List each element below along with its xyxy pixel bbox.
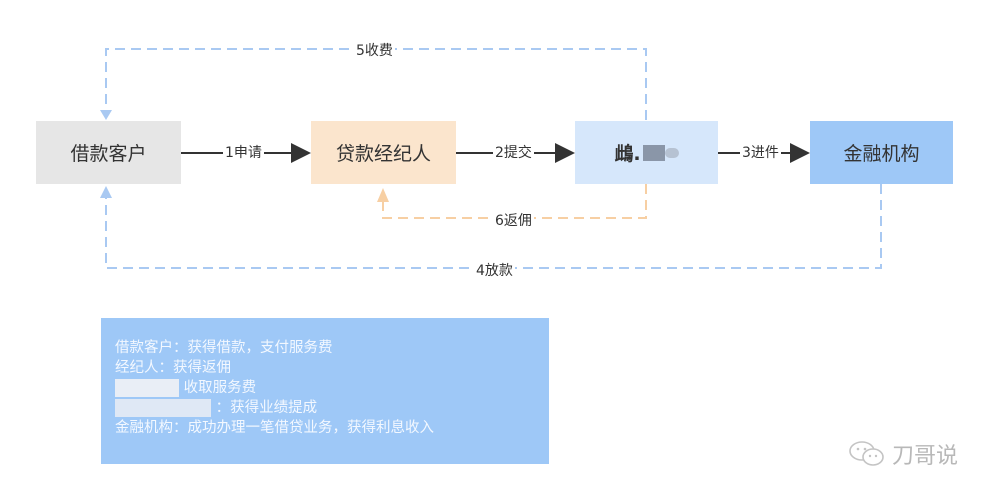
edge-label-loan: 4放款 — [474, 262, 515, 280]
edge-label-fee: 5收费 — [354, 42, 395, 60]
watermark-text: 刀哥说 — [892, 444, 959, 469]
node-bank-label: 金融机构 — [843, 143, 920, 165]
node-broker: 贷款经纪人 — [311, 121, 456, 184]
node-bank: 金融机构 — [810, 121, 953, 184]
node-middle: 䳄. — [575, 121, 718, 184]
node-customer-label: 借款客户 — [70, 143, 147, 165]
redaction-block — [664, 147, 679, 158]
node-broker-label: 贷款经纪人 — [335, 143, 431, 165]
summary-line-text: ：获得业绩提成 — [215, 400, 318, 416]
edge-label-apply: 1申请 — [223, 144, 264, 162]
summary-line-text: 收取服务费 — [183, 380, 257, 396]
edge-loan-arrowhead — [100, 186, 112, 198]
edge-fee-arrowhead — [100, 110, 112, 120]
edge-label-submit: 2提交 — [493, 144, 534, 162]
redaction-block — [115, 379, 179, 397]
edge-label-intake: 3进件 — [740, 144, 781, 162]
node-customer: 借款客户 — [36, 121, 181, 184]
summary-box: 借款客户：获得借款，支付服务费 经纪人：获得返佣 收取服务费 ：获得业绩提成 金… — [101, 318, 549, 464]
summary-line: 经纪人：获得返佣 — [115, 360, 231, 376]
summary-line-redacted: ：获得业绩提成 — [115, 398, 549, 418]
summary-line: 借款客户：获得借款，支付服务费 — [115, 340, 333, 356]
wechat-icon — [849, 441, 884, 466]
redaction-block — [642, 144, 665, 161]
summary-line-redacted: 收取服务费 — [115, 378, 549, 398]
redaction-block — [115, 399, 211, 417]
summary-line: 金融机构：成功办理一笔借贷业务，获得利息收入 — [115, 420, 434, 436]
edge-rebate-arrowhead — [377, 188, 389, 202]
node-middle-label: 䳄. — [614, 143, 641, 165]
watermark: 刀哥说 — [848, 438, 958, 470]
edge-label-rebate: 6返佣 — [493, 212, 534, 230]
